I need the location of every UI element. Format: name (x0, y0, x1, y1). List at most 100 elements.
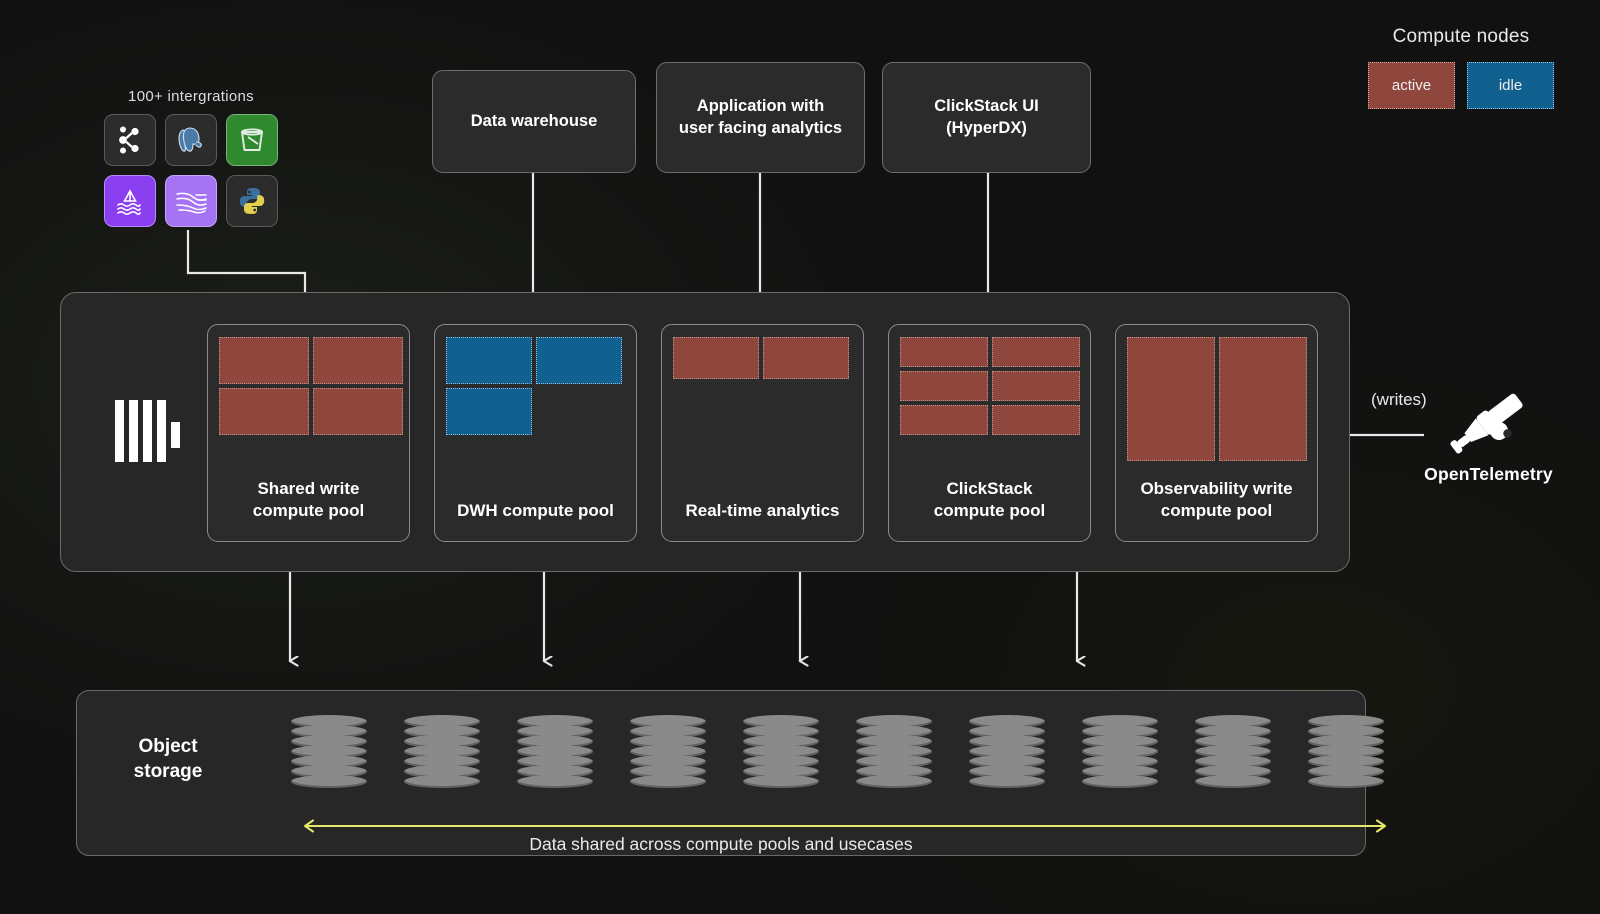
disk-layer (291, 755, 367, 768)
legend-chips: active idle (1368, 62, 1554, 109)
disk-layer (517, 735, 593, 748)
consumer-box-clickstack-ui[interactable]: ClickStack UI(HyperDX) (882, 62, 1091, 173)
disk-layer (630, 735, 706, 748)
vector-icon[interactable] (165, 175, 217, 227)
compute-node-active[interactable] (992, 371, 1080, 401)
disk-layer (291, 735, 367, 748)
disk-stack (517, 715, 593, 790)
disk-layer (856, 755, 932, 768)
disk-stack (291, 715, 367, 790)
disk-stack (1195, 715, 1271, 790)
compute-node-idle[interactable] (536, 337, 622, 384)
logo-bar (143, 400, 152, 462)
python-icon[interactable] (226, 175, 278, 227)
disk-layer (1195, 745, 1271, 758)
disk-layer (743, 765, 819, 778)
telescope-icon (1391, 390, 1586, 462)
disk-layer (630, 755, 706, 768)
disk-layer (1082, 735, 1158, 748)
disk-layer (1195, 725, 1271, 738)
legend-chip-active: active (1368, 62, 1455, 109)
compute-node-active[interactable] (219, 337, 309, 384)
consumer-label: ClickStack UI(HyperDX) (934, 97, 1039, 137)
compute-node-active[interactable] (992, 405, 1080, 435)
disk-layer (969, 735, 1045, 748)
disk-layer (1195, 755, 1271, 768)
clickhouse-logo (115, 400, 180, 462)
disk-layer (291, 745, 367, 758)
compute-node-idle[interactable] (446, 337, 532, 384)
legend-chip-idle: idle (1467, 62, 1554, 109)
disk-layer (404, 715, 480, 728)
disk-layer (856, 715, 932, 728)
compute-node-active[interactable] (313, 337, 403, 384)
compute-pool[interactable]: Real-time analytics (661, 324, 864, 542)
compute-node-active[interactable] (992, 337, 1080, 367)
disk-stack (856, 715, 932, 790)
s3-bucket-icon[interactable] (226, 114, 278, 166)
disk-layer (856, 725, 932, 738)
disk-layer (1308, 745, 1384, 758)
logo-bar (157, 400, 166, 462)
disk-layer (404, 735, 480, 748)
disk-layer (1308, 735, 1384, 748)
compute-node-active[interactable] (219, 388, 309, 435)
legend-title: Compute nodes (1392, 26, 1530, 47)
consumer-box-data-warehouse[interactable]: Data warehouse (432, 70, 636, 173)
disk-stack (1082, 715, 1158, 790)
disk-stack-row (291, 715, 1384, 790)
postgresql-icon[interactable] (165, 114, 217, 166)
integration-icon-grid (104, 114, 278, 227)
disk-stack (969, 715, 1045, 790)
logo-bar (129, 400, 138, 462)
disk-layer (517, 725, 593, 738)
kinesis-icon[interactable] (104, 175, 156, 227)
disk-layer (969, 755, 1045, 768)
compute-node-active[interactable] (673, 337, 759, 379)
compute-pool[interactable]: DWH compute pool (434, 324, 637, 542)
disk-layer (404, 755, 480, 768)
disk-layer (1195, 765, 1271, 778)
compute-node-active[interactable] (313, 388, 403, 435)
disk-layer (630, 765, 706, 778)
disk-layer (1082, 765, 1158, 778)
disk-layer (291, 775, 367, 788)
disk-layer (630, 745, 706, 758)
disk-layer (743, 755, 819, 768)
consumer-label: Data warehouse (470, 111, 598, 130)
disk-layer (517, 755, 593, 768)
disk-layer (743, 715, 819, 728)
compute-node-active[interactable] (1127, 337, 1215, 461)
object-storage-caption: Data shared across compute pools and use… (529, 834, 913, 854)
logo-accent-bar (171, 422, 180, 448)
compute-node-active[interactable] (900, 371, 988, 401)
disk-layer (856, 745, 932, 758)
disk-layer (1082, 725, 1158, 738)
disk-layer (517, 715, 593, 728)
kafka-icon[interactable] (104, 114, 156, 166)
disk-layer (1082, 745, 1158, 758)
disk-layer (969, 745, 1045, 758)
shared-data-arrow (304, 819, 1386, 833)
disk-layer (743, 735, 819, 748)
disk-layer (856, 775, 932, 788)
compute-node-active[interactable] (900, 337, 988, 367)
compute-node-idle[interactable] (446, 388, 532, 435)
disk-layer (517, 765, 593, 778)
disk-layer (969, 725, 1045, 738)
writes-label: (writes) (1371, 390, 1427, 409)
compute-node-active[interactable] (763, 337, 849, 379)
disk-layer (1308, 775, 1384, 788)
compute-node-active[interactable] (1219, 337, 1307, 461)
disk-layer (743, 775, 819, 788)
disk-layer (1195, 735, 1271, 748)
disk-layer (1308, 715, 1384, 728)
compute-node-active[interactable] (900, 405, 988, 435)
